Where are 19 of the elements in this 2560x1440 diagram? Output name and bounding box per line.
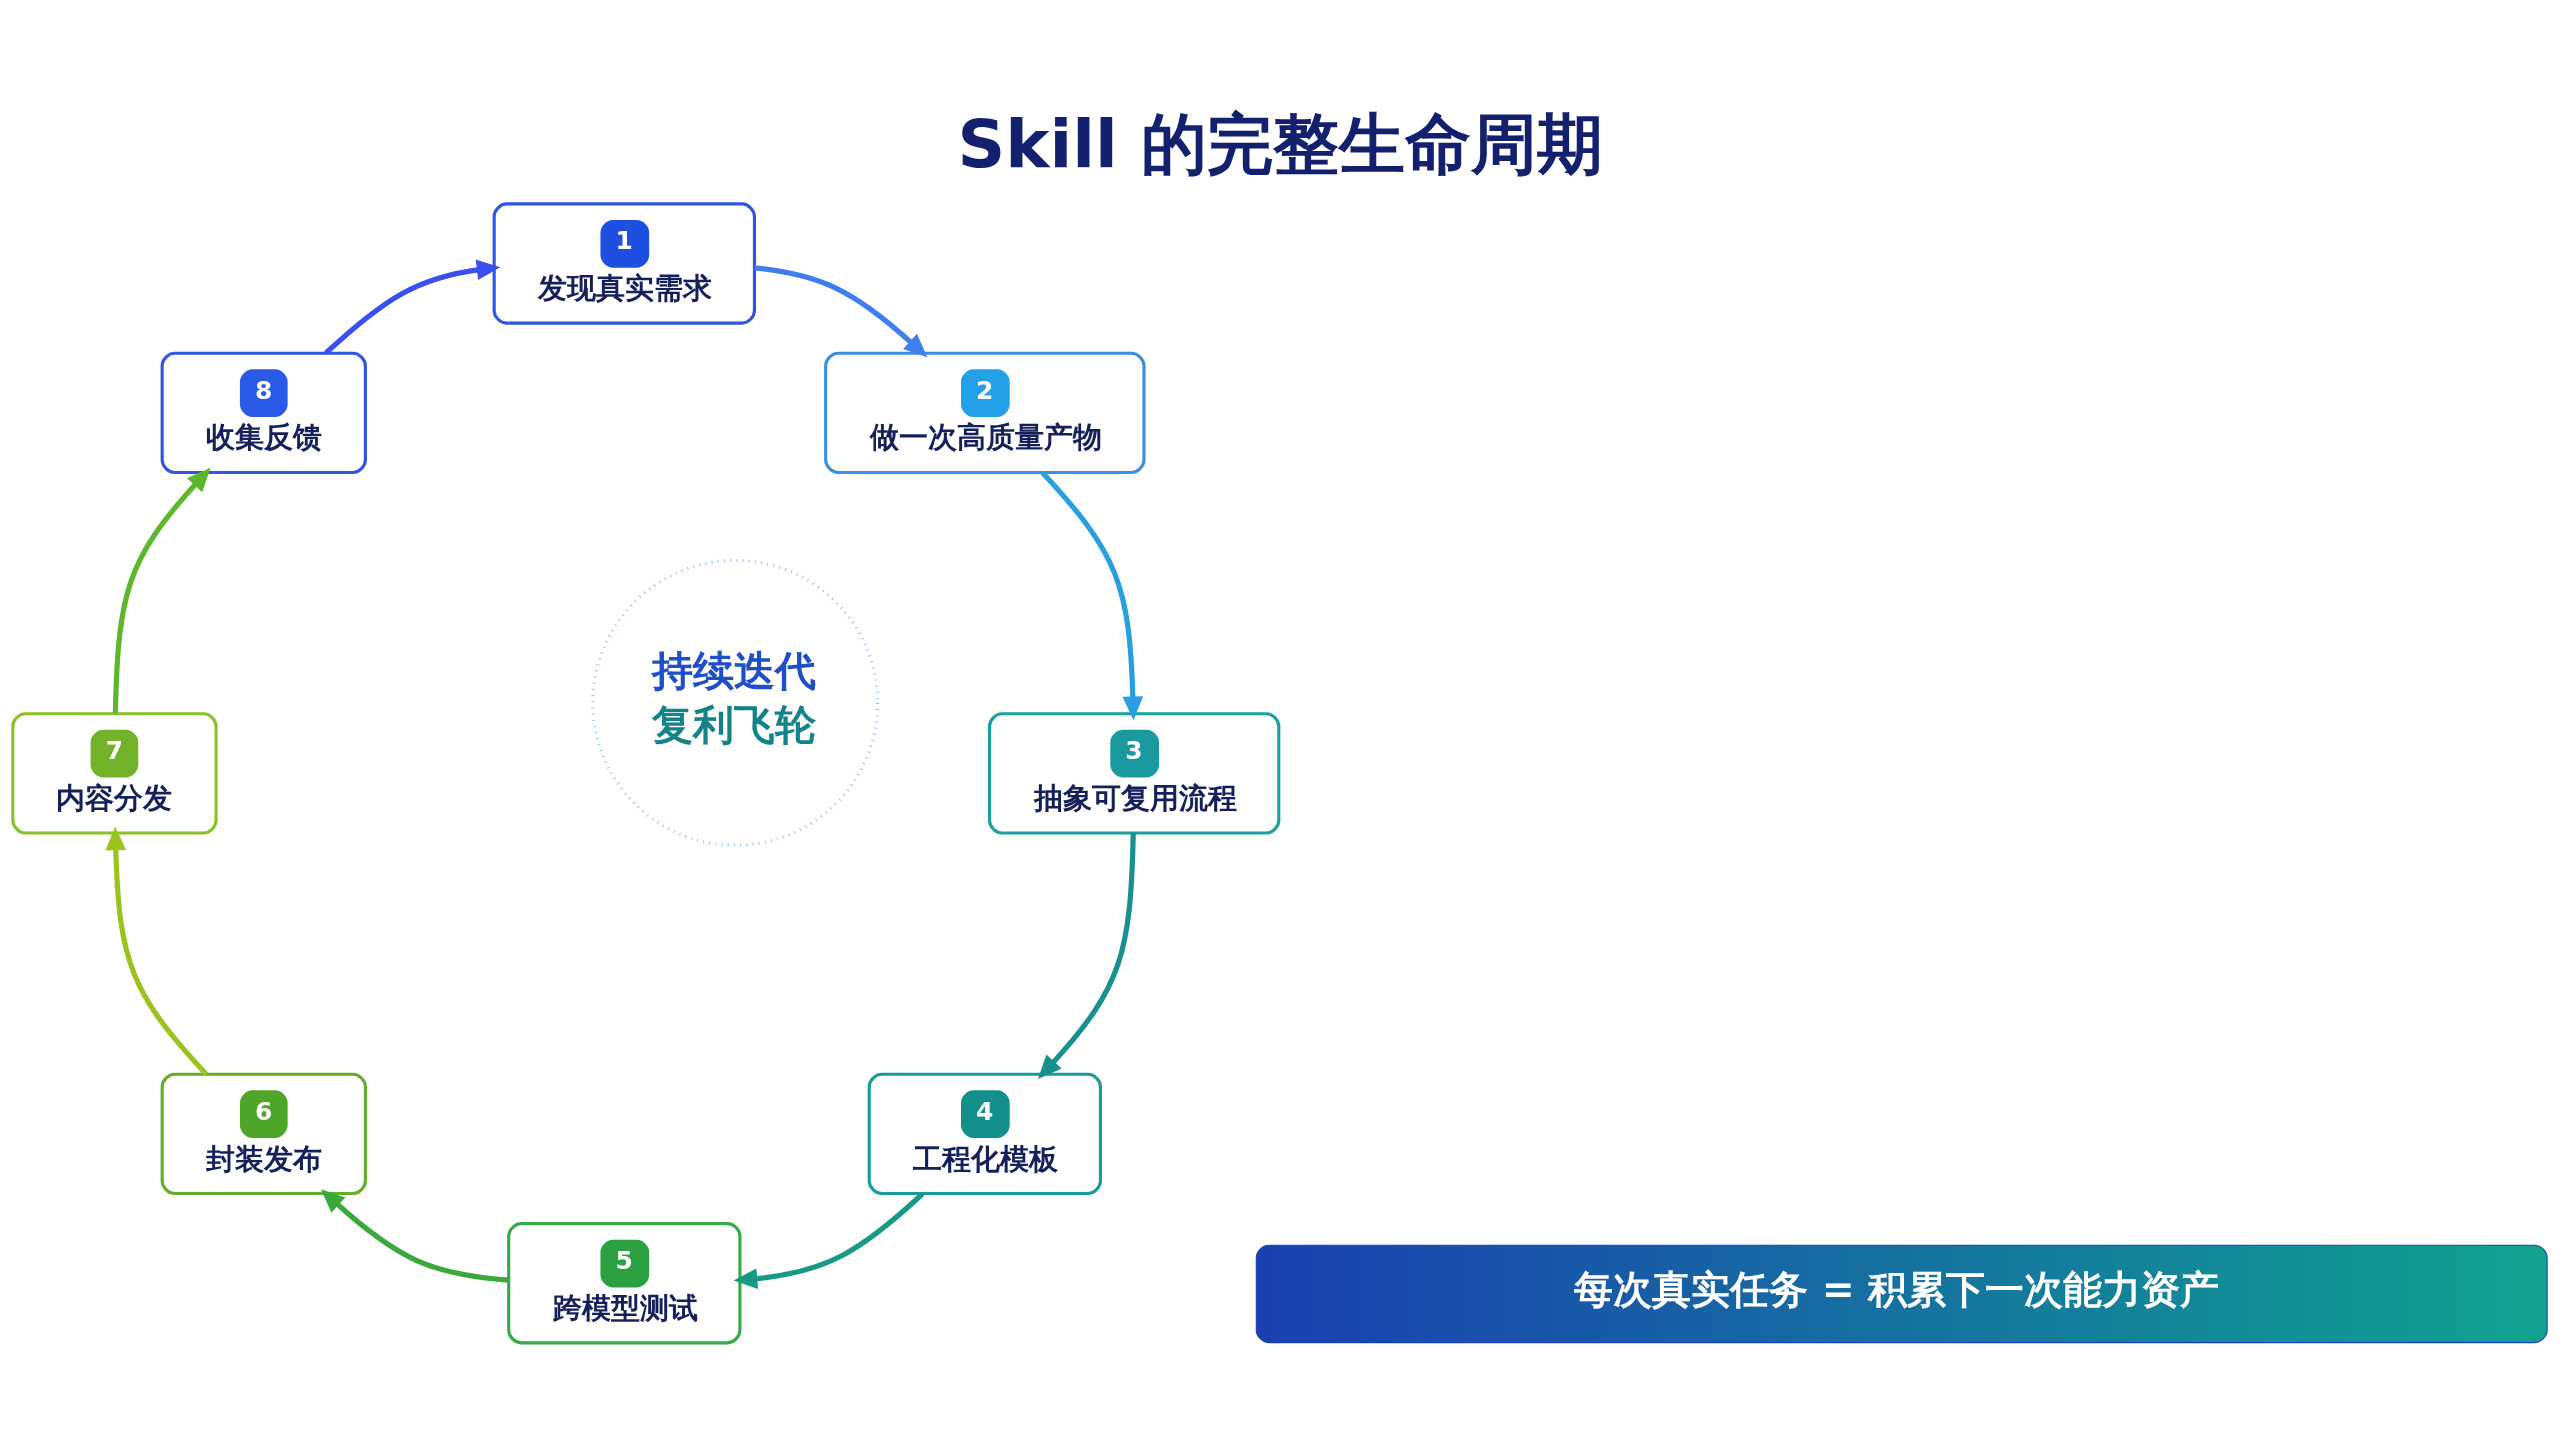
arrow (1038, 832, 1136, 1079)
node-box: 5 跨模型测试 (507, 1221, 742, 1344)
arrow (105, 826, 208, 1076)
node-box: 7 内容分发 (11, 711, 218, 835)
node-box: 4 工程化模板 (867, 1072, 1102, 1195)
node-box: 每次真实任务 = 积累下一次能力资产 (1255, 1244, 2548, 1343)
node-box: 1 发现真实需求 (492, 201, 756, 325)
arrow (754, 264, 928, 357)
arrow (1040, 470, 1144, 720)
node-box: 2 做一次高质量产物 (824, 351, 1146, 474)
arrow (112, 467, 211, 714)
node-circle: 持续迭代 复利飞轮 (591, 558, 880, 847)
node-box: 6 封装发布 (160, 1072, 367, 1195)
diagram-title: Skill 的完整生命周期 (957, 104, 1603, 183)
arrow (320, 1188, 509, 1283)
arrow (324, 259, 501, 355)
node-box: 8 收集反馈 (160, 351, 367, 474)
node-box: 3 抽象可复用流程 (987, 711, 1281, 835)
arrow (733, 1191, 925, 1289)
